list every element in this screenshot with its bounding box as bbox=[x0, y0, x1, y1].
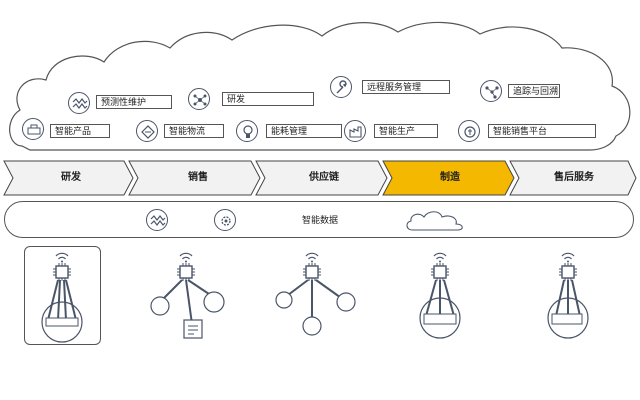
cloud-item-predictive-maintenance[interactable]: 预测性维护 bbox=[96, 95, 172, 109]
gear-network-icon bbox=[214, 209, 236, 231]
cloud-item-sales-platform[interactable]: 智能销售平台 bbox=[488, 124, 596, 138]
smart-data-title: 智能数据 bbox=[301, 216, 338, 226]
chevron-label-rnd[interactable]: 研发 bbox=[61, 172, 81, 183]
chevron-step-sales bbox=[128, 160, 261, 196]
cloud-item-tracking[interactable]: 追踪与回溯 bbox=[508, 84, 560, 98]
waveform-icon bbox=[68, 92, 90, 114]
cloud-item-smart-logistics[interactable]: 智能物流 bbox=[164, 124, 224, 138]
chevron-step-after-sales bbox=[509, 160, 637, 196]
chevron-label-sales[interactable]: 销售 bbox=[188, 172, 208, 183]
node-4 bbox=[419, 252, 461, 339]
node-2 bbox=[150, 252, 225, 339]
sales-icon bbox=[458, 120, 480, 142]
smart-data-band bbox=[4, 201, 634, 238]
node-5 bbox=[547, 252, 589, 339]
cloud-item-rnd[interactable]: 研发 bbox=[222, 92, 314, 106]
waveform-icon bbox=[146, 209, 168, 231]
node-3 bbox=[275, 252, 356, 336]
cloud-item-energy[interactable]: 能耗管理 bbox=[266, 124, 342, 138]
cloud-icon bbox=[406, 211, 463, 231]
node-1 bbox=[41, 252, 83, 343]
bulb-icon bbox=[236, 120, 258, 142]
node-1-selected-frame[interactable] bbox=[24, 246, 101, 345]
chevron-label-manufacturing[interactable]: 制造 bbox=[440, 172, 460, 183]
factory-icon bbox=[344, 120, 366, 142]
chevron-label-after-sales[interactable]: 售后服务 bbox=[554, 172, 594, 183]
logistics-icon bbox=[136, 120, 158, 142]
molecule-icon bbox=[188, 88, 210, 110]
chevron-label-supply-chain[interactable]: 供应链 bbox=[309, 172, 339, 183]
iot-nodes bbox=[41, 252, 589, 343]
chevron-step-supply-chain bbox=[255, 160, 388, 196]
process-chevron-bar bbox=[3, 160, 637, 196]
device-icon bbox=[22, 118, 44, 140]
chevron-step-rnd bbox=[3, 160, 134, 196]
smart-applications-cloud bbox=[9, 21, 631, 151]
cloud-item-smart-product[interactable]: 智能产品 bbox=[50, 124, 110, 138]
wrench-icon bbox=[330, 76, 352, 98]
chevron-step-manufacturing bbox=[382, 160, 515, 196]
cloud-item-remote-service[interactable]: 远程服务管理 bbox=[362, 80, 450, 94]
route-icon bbox=[480, 80, 502, 102]
cloud-item-smart-production[interactable]: 智能生产 bbox=[374, 124, 438, 138]
